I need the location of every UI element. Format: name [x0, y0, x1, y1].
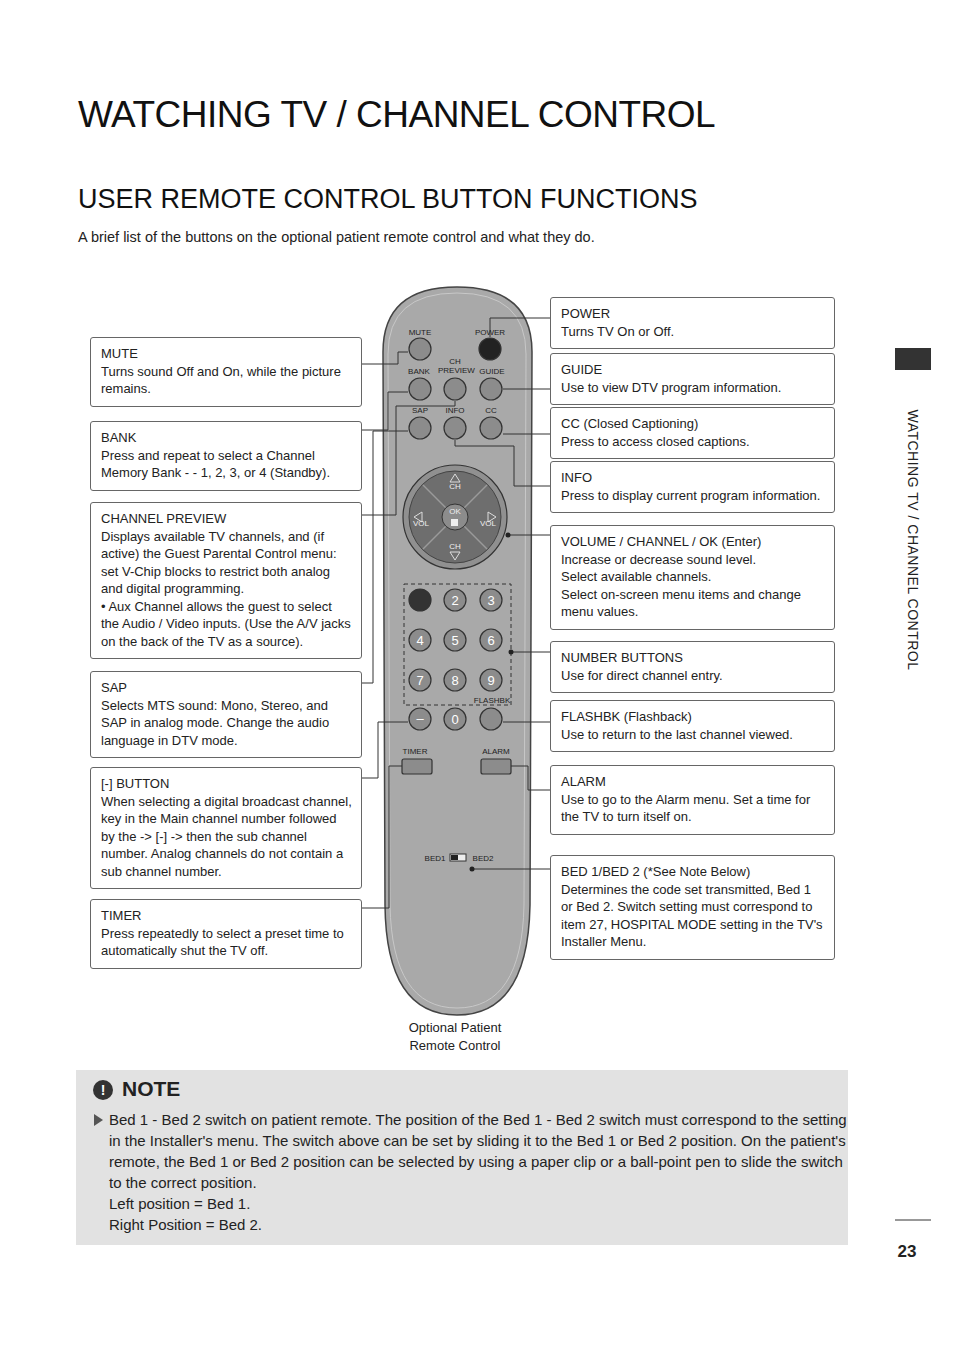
button-digit: 8 — [451, 673, 458, 688]
callout-box: BANKPress and repeat to select a Channel… — [90, 421, 362, 491]
callout-heading: GUIDE — [561, 361, 825, 379]
callout-text: Press and repeat to select a Channel Mem… — [101, 447, 352, 482]
button-digit: 6 — [487, 633, 494, 648]
callout-heading: BED 1/BED 2 (*See Note Below) — [561, 863, 825, 881]
callout-text: Determines the code set transmitted, Bed… — [561, 881, 825, 951]
callout-heading: NOTE — [122, 1077, 848, 1101]
button-label: CH — [449, 482, 461, 491]
callout-text: Press to display current program informa… — [561, 487, 825, 505]
button-label: TIMER — [403, 747, 428, 756]
note-panel: NOTE Bed 1 - Bed 2 switch on patient remo… — [76, 1077, 848, 1245]
callout-heading: [-] BUTTON — [101, 775, 352, 793]
callout-heading: CC (Closed Captioning) — [561, 415, 825, 433]
section-heading: USER REMOTE CONTROL BUTTON FUNCTIONS — [78, 184, 698, 215]
button-label: CC — [485, 406, 497, 415]
callout-text: Turns TV On or Off. — [561, 323, 825, 341]
button-label: GUIDE — [479, 367, 504, 376]
callout-heading: CHANNEL PREVIEW — [101, 510, 352, 528]
callout-text: • Aux Channel allows the guest to select… — [101, 598, 352, 651]
button-digit: 9 — [487, 673, 494, 688]
callout-box: SAPSelects MTS sound: Mono, Stereo, and … — [90, 671, 362, 758]
button-digit: 3 — [487, 593, 494, 608]
callout-box: INFOPress to display current program inf… — [550, 461, 835, 513]
button-label: POWER — [475, 328, 505, 337]
callout-box: GUIDEUse to view DTV program information… — [550, 353, 835, 405]
button-label: BED1 — [425, 854, 446, 863]
callout-text: Select available channels. — [561, 568, 825, 586]
callout-text: Displays available TV channels, and (if … — [101, 528, 352, 598]
callout-text: Use to view DTV program information. — [561, 379, 825, 397]
callout-text: Turns sound Off and On, while the pictur… — [101, 363, 352, 398]
callout-box: ALARMUse to go to the Alarm menu. Set a … — [550, 765, 835, 835]
note-icon: ! — [101, 1082, 106, 1098]
callout-text: Use to return to the last channel viewed… — [561, 726, 825, 744]
callout-box: CHANNEL PREVIEWDisplays available TV cha… — [90, 502, 362, 659]
button-label: VOL — [413, 519, 429, 528]
callout-text: Right Position = Bed 2. — [109, 1214, 848, 1235]
button-label: FLASHBK — [474, 696, 510, 705]
button-digit: 5 — [451, 633, 458, 648]
callout-heading: INFO — [561, 469, 825, 487]
callout-heading: VOLUME / CHANNEL / OK (Enter) — [561, 533, 825, 551]
callout-heading: BANK — [101, 429, 352, 447]
intro-text: A brief list of the buttons on the optio… — [78, 229, 595, 245]
figure-caption: Optional Patient Remote Control — [403, 1019, 507, 1055]
callout-heading: ALARM — [561, 773, 825, 791]
callout-heading: MUTE — [101, 345, 352, 363]
callout-box: VOLUME / CHANNEL / OK (Enter)Increase or… — [550, 525, 835, 630]
button-digit: 0 — [451, 712, 458, 727]
button-label: INFO — [445, 406, 464, 415]
callout-text: Press repeatedly to select a preset time… — [101, 925, 352, 960]
callout-heading: TIMER — [101, 907, 352, 925]
callout-text: When selecting a digital broadcast chann… — [101, 793, 352, 881]
callout-text: Press to access closed captions. — [561, 433, 825, 451]
page-number: 23 — [898, 1242, 917, 1262]
callout-text: Increase or decrease sound level. — [561, 551, 825, 569]
callout-text: Left position = Bed 1. — [109, 1193, 848, 1214]
callout-box: BED 1/BED 2 (*See Note Below)Determines … — [550, 855, 835, 960]
button-label: BANK — [408, 367, 430, 376]
callout-heading: NUMBER BUTTONS — [561, 649, 825, 667]
button-digit: 4 — [416, 633, 423, 648]
button-label: BED2 — [473, 854, 494, 863]
button-digit: – — [416, 711, 423, 726]
page-title: WATCHING TV / CHANNEL CONTROL — [78, 92, 715, 138]
button-digit: 2 — [451, 593, 458, 608]
button-label: MUTE — [409, 328, 432, 337]
button-label: OK — [449, 507, 461, 516]
callout-heading: POWER — [561, 305, 825, 323]
button-label: ALARM — [482, 747, 510, 756]
callout-text: Select on-screen menu items and change m… — [561, 586, 825, 621]
callout-text: Selects MTS sound: Mono, Stereo, and SAP… — [101, 697, 352, 750]
button-label: VOL — [480, 519, 496, 528]
callout-heading: SAP — [101, 679, 352, 697]
button-digit: 7 — [416, 673, 423, 688]
callout-heading: FLASHBK (Flashback) — [561, 708, 825, 726]
callout-box: FLASHBK (Flashback)Use to return to the … — [550, 700, 835, 752]
callout-box: TIMERPress repeatedly to select a preset… — [90, 899, 362, 969]
callout-text: Bed 1 - Bed 2 switch on patient remote. … — [109, 1109, 848, 1193]
callout-box: [-] BUTTONWhen selecting a digital broad… — [90, 767, 362, 889]
callout-text: Use to go to the Alarm menu. Set a time … — [561, 791, 825, 826]
button-label: CH — [449, 542, 461, 551]
button-label: CH PREVIEW — [438, 357, 472, 375]
callout-box: MUTETurns sound Off and On, while the pi… — [90, 337, 362, 407]
side-tab-text: WATCHING TV / CHANNEL CONTROL — [905, 409, 921, 670]
callout-box: CC (Closed Captioning)Press to access cl… — [550, 407, 835, 459]
callout-text: Use for direct channel entry. — [561, 667, 825, 685]
button-label: SAP — [412, 406, 428, 415]
callout-box: NUMBER BUTTONSUse for direct channel ent… — [550, 641, 835, 693]
callout-box: POWERTurns TV On or Off. — [550, 297, 835, 349]
